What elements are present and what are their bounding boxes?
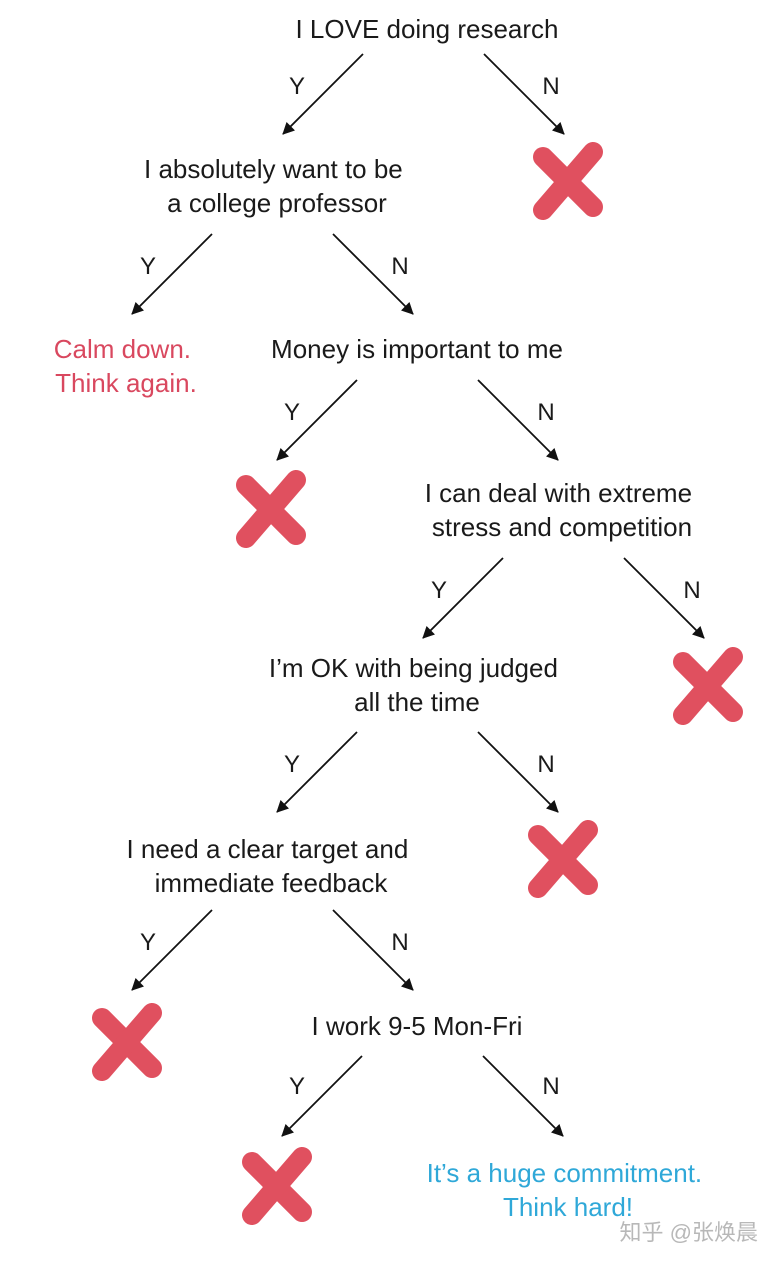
edge-stress-y-arrow bbox=[422, 557, 504, 639]
edge-target-y-arrow bbox=[131, 909, 213, 991]
edge-work-y-arrow bbox=[281, 1055, 363, 1137]
edge-judged-n-arrow bbox=[477, 731, 559, 813]
edge-target-n-arrow bbox=[332, 909, 414, 991]
edge-judged-y-arrow bbox=[276, 731, 358, 813]
cross-icon bbox=[673, 647, 743, 725]
edge-work-y-label: Y bbox=[289, 1073, 305, 1100]
node-calm-down-line-1: Calm down. bbox=[54, 334, 191, 364]
edge-judged-y-label: Y bbox=[284, 751, 300, 778]
node-stress: I can deal with extreme stress and compe… bbox=[425, 478, 700, 542]
edge-stress-y-label: Y bbox=[431, 577, 447, 604]
node-stress-line-2: stress and competition bbox=[432, 512, 692, 542]
node-judged-line-1: I’m OK with being judged bbox=[269, 653, 558, 683]
edge-money-y-arrow bbox=[276, 379, 358, 461]
edge-stress-n-label: N bbox=[683, 577, 700, 604]
node-commitment-line-2: Think hard! bbox=[503, 1192, 633, 1222]
node-money: Money is important to me bbox=[271, 334, 563, 364]
edge-money-n-arrow bbox=[477, 379, 559, 461]
node-target-line-1: I need a clear target and bbox=[126, 834, 408, 864]
edge-work-n-arrow bbox=[482, 1055, 564, 1137]
node-stress-line-1: I can deal with extreme bbox=[425, 478, 692, 508]
node-money-line-1: Money is important to me bbox=[271, 334, 563, 364]
edge-target-n-label: N bbox=[391, 929, 408, 956]
node-root: I LOVE doing research bbox=[295, 14, 558, 44]
edge-prof-n-arrow bbox=[332, 233, 414, 315]
cross-icon bbox=[236, 470, 306, 548]
edge-stress-n-arrow bbox=[623, 557, 705, 639]
cross-icon bbox=[528, 820, 598, 898]
node-judged: I’m OK with being judged all the time bbox=[269, 653, 565, 717]
cross-icon bbox=[92, 1003, 162, 1081]
cross-icon bbox=[242, 1147, 312, 1225]
node-work: I work 9-5 Mon-Fri bbox=[312, 1011, 523, 1041]
cross-icon bbox=[533, 142, 603, 220]
edge-prof-y-label: Y bbox=[140, 253, 156, 280]
edge-root-n-label: N bbox=[542, 73, 559, 100]
node-commitment: It’s a huge commitment. Think hard! bbox=[427, 1158, 710, 1222]
node-target: I need a clear target and immediate feed… bbox=[126, 834, 415, 898]
node-root-line-1: I LOVE doing research bbox=[295, 14, 558, 44]
edge-prof-n-label: N bbox=[391, 253, 408, 280]
node-professor-line-1: I absolutely want to be bbox=[144, 154, 403, 184]
node-calm-down-line-2: Think again. bbox=[55, 368, 197, 398]
node-professor-line-2: a college professor bbox=[167, 188, 387, 218]
edge-judged-n-label: N bbox=[537, 751, 554, 778]
edges bbox=[131, 53, 705, 1137]
edge-labels: Y N Y N Y N Y N Y N Y N Y N bbox=[140, 73, 701, 1100]
node-target-line-2: immediate feedback bbox=[155, 868, 389, 898]
node-work-line-1: I work 9-5 Mon-Fri bbox=[312, 1011, 523, 1041]
node-professor: I absolutely want to be a college profes… bbox=[144, 154, 410, 218]
edge-target-y-label: Y bbox=[140, 929, 156, 956]
edge-prof-y-arrow bbox=[131, 233, 213, 315]
edge-root-y-arrow bbox=[282, 53, 364, 135]
node-calm-down: Calm down. Think again. bbox=[54, 334, 199, 398]
edge-root-y-label: Y bbox=[289, 73, 305, 100]
node-judged-line-2: all the time bbox=[354, 687, 480, 717]
node-commitment-line-1: It’s a huge commitment. bbox=[427, 1158, 703, 1188]
watermark: 知乎 @张焕晨 bbox=[620, 1220, 758, 1245]
edge-work-n-label: N bbox=[542, 1073, 559, 1100]
edge-money-y-label: Y bbox=[284, 399, 300, 426]
edge-root-n-arrow bbox=[483, 53, 565, 135]
edge-money-n-label: N bbox=[537, 399, 554, 426]
